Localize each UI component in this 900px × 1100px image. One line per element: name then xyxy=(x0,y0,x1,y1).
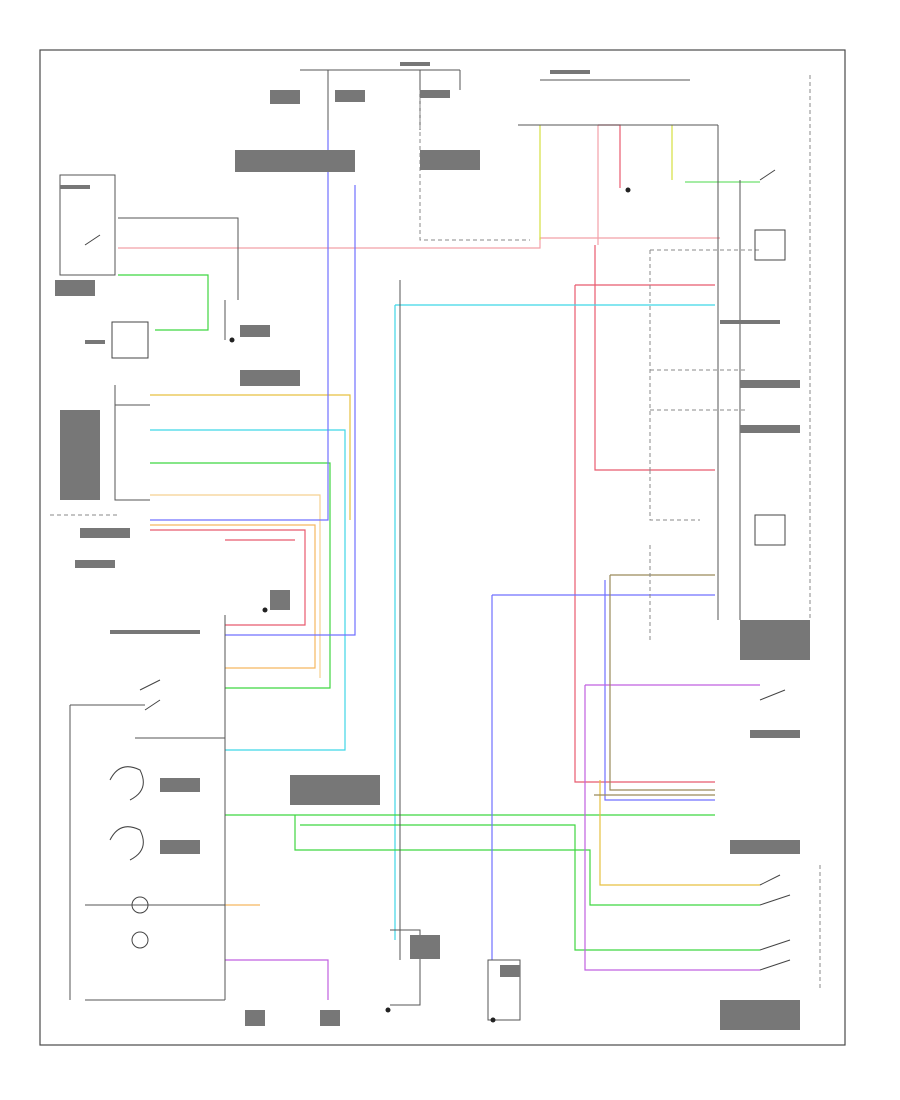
clockspring-coil-2 xyxy=(109,826,144,861)
wire-green xyxy=(118,181,760,951)
ground-dot-1 xyxy=(262,607,268,613)
dashed-boundaries xyxy=(50,75,821,990)
illegible-labels xyxy=(55,62,810,1030)
wire-pink-main xyxy=(118,124,720,783)
lamp-symbol xyxy=(131,896,149,914)
ground-dot-2 xyxy=(385,1007,391,1013)
relay-box-2 xyxy=(754,229,786,261)
ground-symbol xyxy=(131,931,149,949)
clockspring-coil-1 xyxy=(109,766,144,801)
switch-contacts xyxy=(759,169,791,971)
relay-box-3 xyxy=(754,514,786,546)
wire-yellow-orange xyxy=(150,125,760,906)
splice-dot-1 xyxy=(625,187,631,193)
wire-blue xyxy=(150,130,715,960)
wire-red xyxy=(150,529,306,626)
wire-brown-olive xyxy=(594,574,715,796)
ground-dot-3 xyxy=(490,1017,496,1023)
wire-purple xyxy=(225,684,760,1000)
relay-box-1 xyxy=(111,321,149,359)
wire-black-network xyxy=(59,69,741,1021)
components xyxy=(84,169,791,1023)
wire-cyan xyxy=(150,304,715,940)
diagram-border xyxy=(39,49,846,1046)
switch-contacts-left xyxy=(84,234,161,711)
ground-dot-4 xyxy=(229,337,235,343)
